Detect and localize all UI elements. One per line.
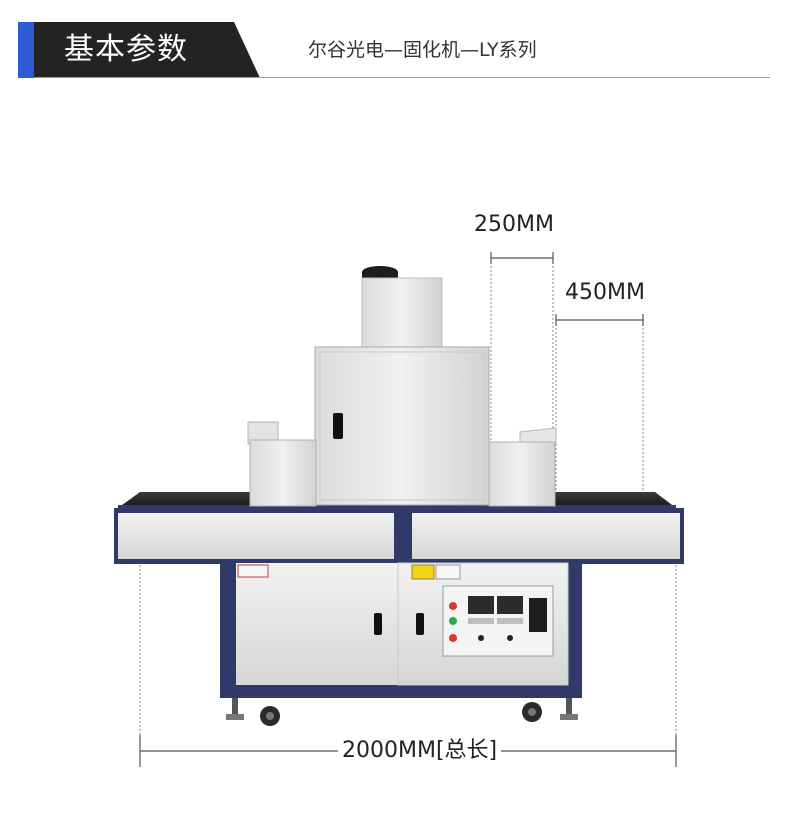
caution-sticker-icon: [411, 564, 435, 580]
rotary-switch-icon: [478, 635, 484, 641]
header-accent-bar: [18, 22, 34, 78]
ammeter-icon: [468, 596, 494, 614]
rotary-switch-icon: [507, 635, 513, 641]
cabinet-handle-icon: [416, 613, 424, 635]
casters-and-feet: [226, 698, 578, 726]
header-divider: [34, 77, 770, 78]
lamp-door-handle-icon: [333, 413, 343, 439]
lamp-housing: [314, 266, 490, 506]
page-subtitle: 尔谷光电—固化机—LY系列: [308, 39, 537, 61]
indicator-light-red-icon: [449, 602, 457, 610]
cabinet-handle-icon: [374, 613, 382, 635]
ammeter-icon: [497, 596, 523, 614]
dimension-label-250: 250MM: [474, 212, 554, 237]
dimension-label-total-length: 2000MM[总长]: [338, 738, 502, 764]
header-tab-background: [34, 22, 260, 78]
dimension-label-450: 450MM: [565, 280, 645, 305]
control-panel: [442, 585, 554, 657]
speed-controller-icon: [529, 598, 547, 632]
upper-frame: [114, 508, 684, 564]
indicator-light-green-icon: [449, 617, 457, 625]
inlet-hood: [247, 421, 317, 507]
warning-label-icon: [237, 564, 269, 578]
page-title: 基本参数: [64, 32, 188, 67]
dimension-guides: [139, 258, 677, 748]
outlet-hood: [488, 427, 557, 507]
lower-cabinet: [220, 560, 582, 698]
indicator-light-red-icon: [449, 634, 457, 642]
